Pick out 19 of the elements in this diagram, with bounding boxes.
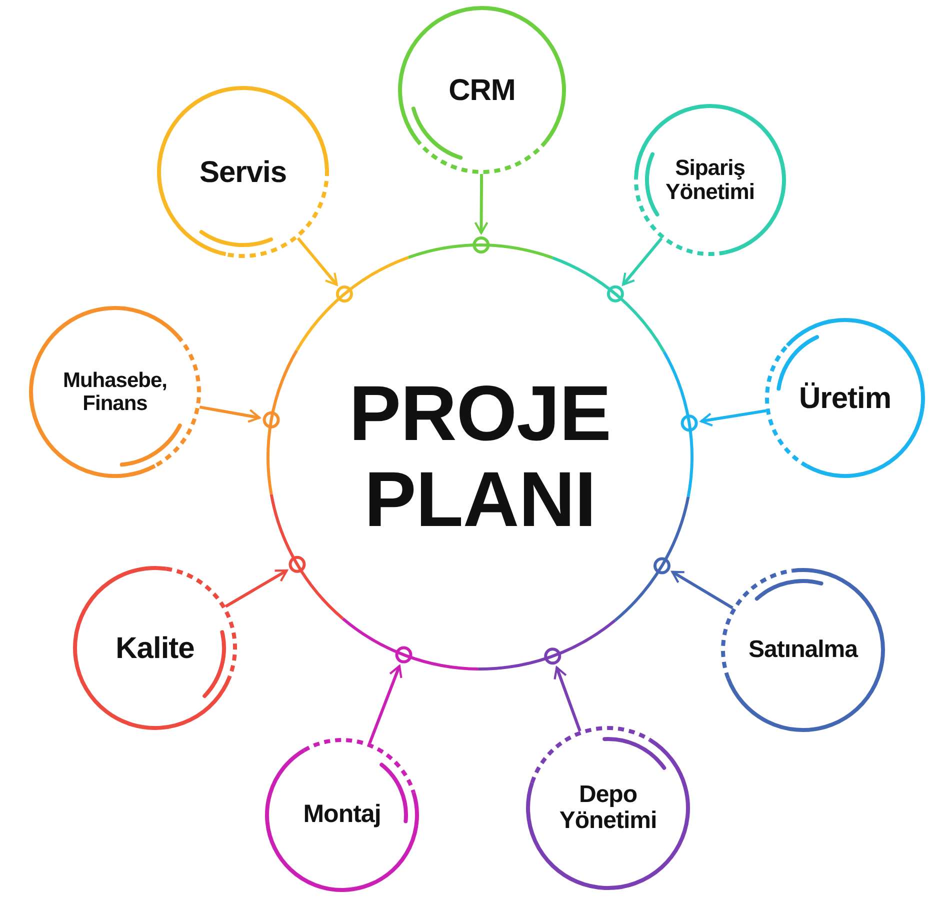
arrow <box>199 406 261 423</box>
arrow <box>671 570 734 610</box>
node-label: Üretim <box>798 382 892 414</box>
arrow <box>700 409 766 427</box>
node-label: Kalite <box>114 632 196 664</box>
node-label: Depo Yönetimi <box>558 782 658 834</box>
arrow <box>554 666 582 732</box>
arrow <box>622 238 663 286</box>
node-label: Montaj <box>302 801 382 829</box>
node-label: Servis <box>198 156 288 188</box>
node-label: Satınalma <box>748 636 860 664</box>
arrow <box>224 569 288 608</box>
node-label: CRM <box>448 74 516 106</box>
arrow <box>474 174 488 234</box>
arrow <box>296 237 338 286</box>
center-title: PROJE PLANI <box>348 371 612 543</box>
node-label: Muhasebe, Finans <box>62 368 168 416</box>
arrow <box>368 664 402 744</box>
node-label: Sipariş Yönetimi <box>664 156 756 204</box>
